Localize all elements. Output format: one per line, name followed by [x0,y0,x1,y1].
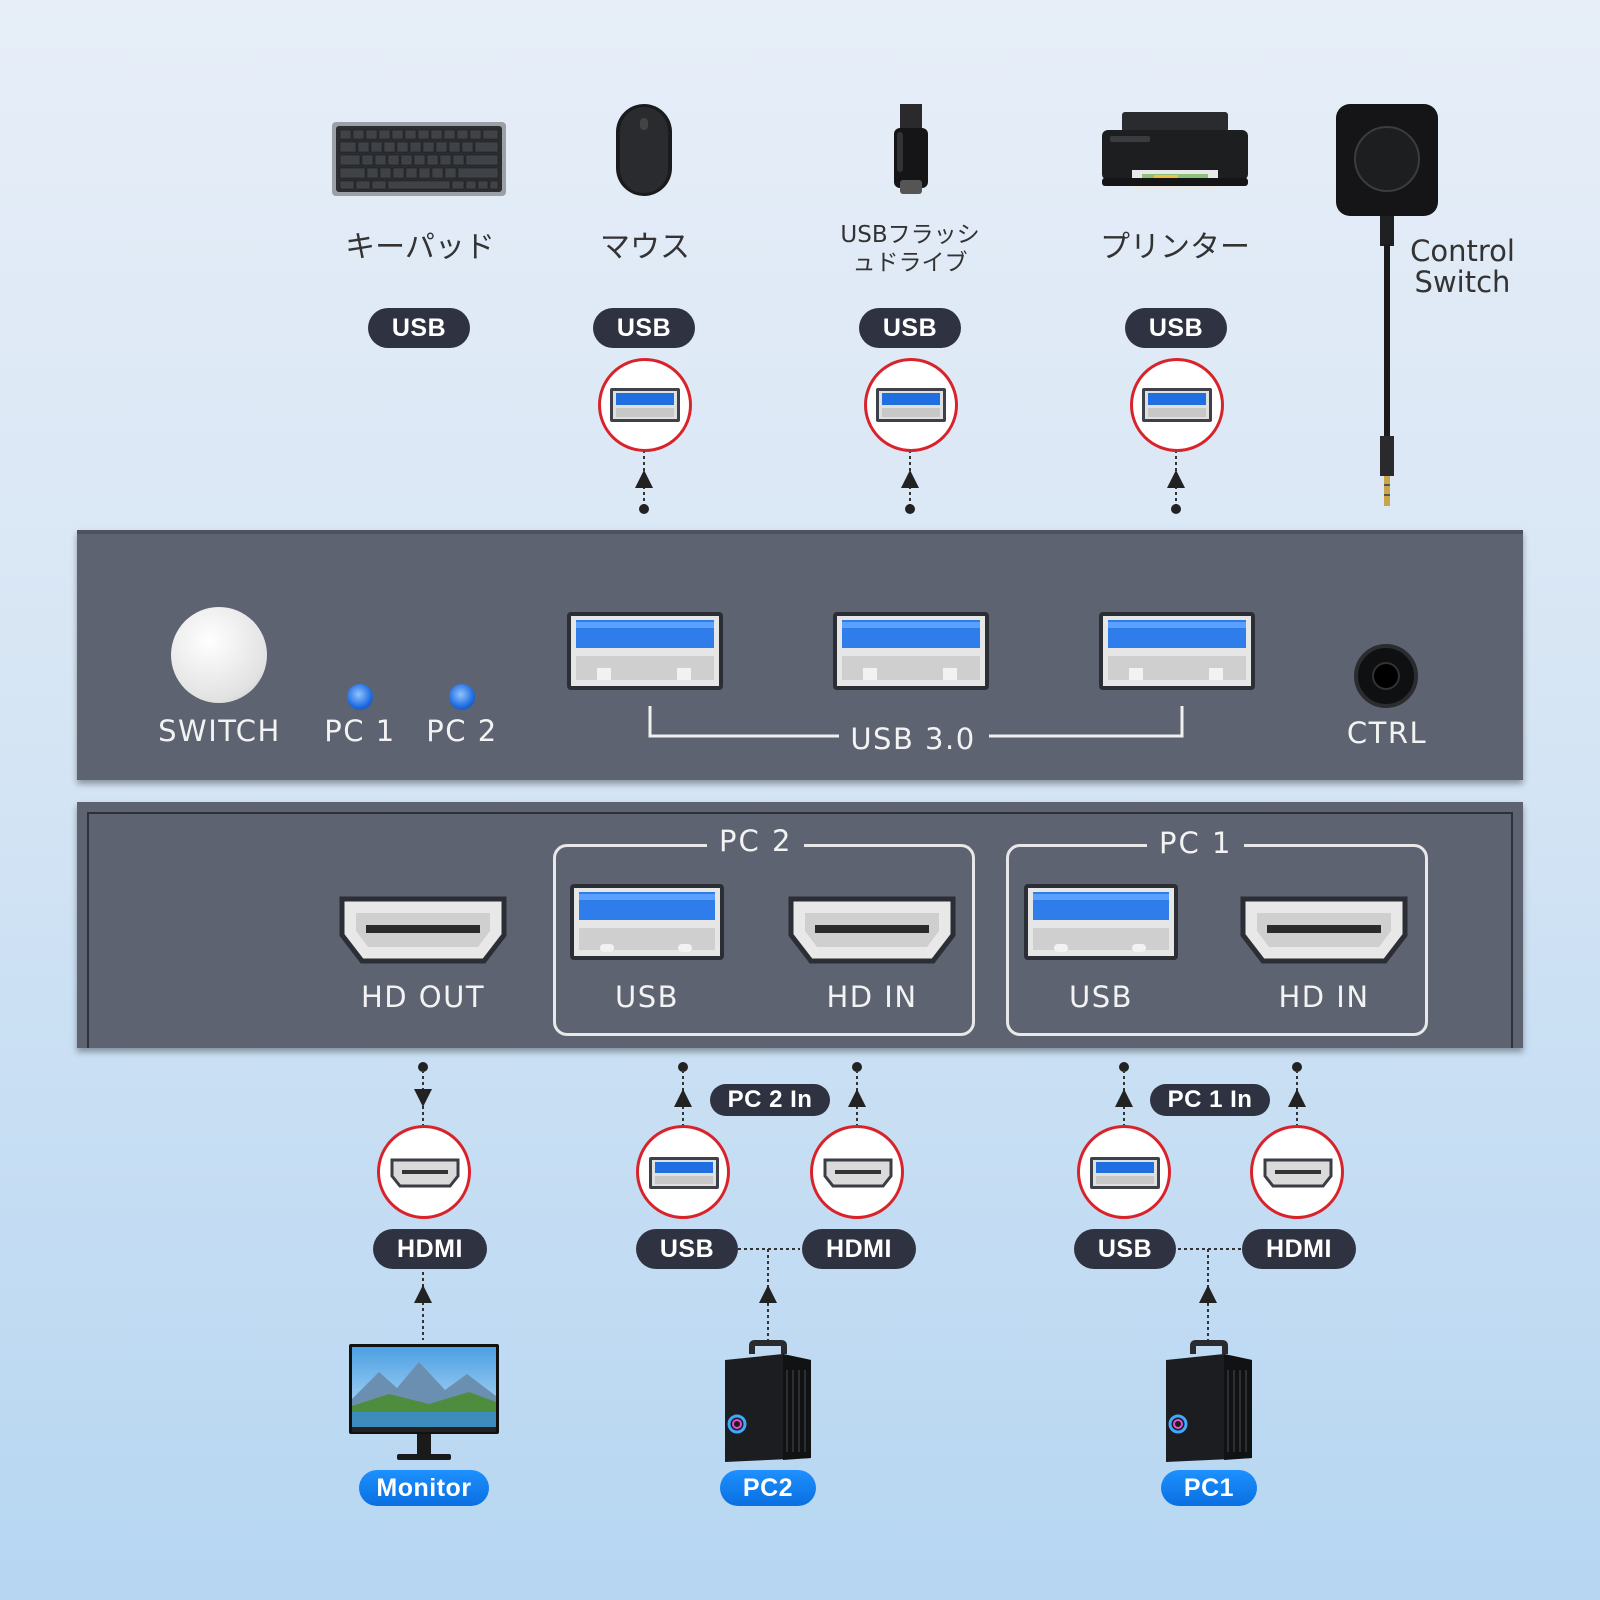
ctrl-label: CTRL [1346,716,1428,750]
pc2-hd-in-label: HD IN [826,980,918,1014]
pc2-hdmi-circle [810,1125,904,1219]
monitor-bottom-connector [414,1266,432,1340]
pc1-usb-circle [1077,1125,1171,1219]
front-usb-port-3[interactable] [1099,612,1255,690]
keypad-label: キーパッド [345,230,495,265]
printer-label: プリンター [1100,230,1250,265]
keypad-usb-pill: USB [368,308,470,348]
pc2-usb-pill: USB [636,1229,738,1269]
control-label-2: Switch [1414,265,1511,299]
usb-port-icon [1142,388,1212,422]
pc1-led-label: PC 1 [324,714,396,748]
keyboard-icon [332,122,506,196]
top-connector-3 [1167,450,1185,514]
pc2-usb-port[interactable] [570,884,724,960]
monitor-hdmi-circle [377,1125,471,1219]
mouse-icon [616,104,672,196]
usb30-label: USB 3.0 [850,722,976,756]
hdmi-port-icon [1263,1158,1333,1188]
pc1-hdmi-connector [1288,1062,1306,1125]
top-usb-port-circle-2 [864,358,958,452]
pc1-join-connector [1178,1248,1242,1340]
pc2-in-pill: PC 2 In [710,1084,830,1116]
pc1-in-pill: PC 1 In [1150,1084,1270,1116]
front-usb-port-2[interactable] [833,612,989,690]
pc1-usb-pill: USB [1074,1229,1176,1269]
bottom-connectors [414,1062,1306,1340]
pc1-usb-connector [1115,1062,1133,1125]
monitor-name-pill: Monitor [359,1470,489,1506]
hdmi-port-icon [823,1158,893,1188]
pc2-tower-icon [725,1340,811,1462]
mouse-usb-pill: USB [593,308,695,348]
mouse-label: マウス [600,230,690,265]
pc2-hdmi-connector [848,1062,866,1125]
usb-flash-drive-icon [894,104,928,194]
monitor-icon [349,1344,499,1460]
ctrl-jack-hole [1372,662,1400,690]
pc1-hd-in-port[interactable] [1239,895,1409,965]
pc2-led [449,684,475,710]
top-usb-port-circle-3 [1130,358,1224,452]
pc1-led [347,684,373,710]
rear-panel-inner-frame [87,812,1513,1048]
front-usb-port-1[interactable] [567,612,723,690]
ctrl-jack[interactable] [1354,644,1418,708]
top-connectors [635,450,1185,514]
pc1-group-title: PC 1 [1147,826,1245,860]
monitor-top-connector [414,1062,432,1125]
hdmi-port-icon [390,1158,460,1188]
top-connector-2 [901,450,919,514]
pc1-name-pill: PC1 [1161,1470,1257,1506]
pc1-usb-label: USB [1068,980,1134,1014]
pc2-group-title: PC 2 [707,824,805,858]
top-connector-1 [635,450,653,514]
rear-panel: HD OUT PC 2 USB HD IN PC 1 USB HD IN [77,802,1523,1048]
pc2-led-label: PC 2 [426,714,498,748]
control-switch-icon [1336,104,1438,506]
hd-out-label: HD OUT [360,980,486,1014]
pc1-hd-in-label: HD IN [1278,980,1370,1014]
pc2-usb-connector [674,1062,692,1125]
pc2-usb-circle [636,1125,730,1219]
printer-usb-pill: USB [1125,308,1227,348]
pc2-join-connector [738,1248,800,1340]
pc1-tower-icon [1166,1340,1252,1462]
usb-port-icon [876,388,946,422]
front-panel: SWITCH PC 1 PC 2 USB 3.0 CTRL [77,530,1523,780]
pc1-hdmi-pill: HDMI [1242,1229,1356,1269]
pc2-name-pill: PC2 [720,1470,816,1506]
pc2-usb-label: USB [614,980,680,1014]
flash-label-1: USBフラッシ [840,222,980,248]
usb-port-icon [649,1157,719,1189]
flash-label-2: ュドライブ [852,250,968,276]
monitor-hdmi-pill: HDMI [373,1229,487,1269]
top-usb-port-circle-1 [598,358,692,452]
pc2-hd-in-port[interactable] [787,895,957,965]
printer-icon [1102,112,1248,190]
switch-button[interactable] [171,607,267,703]
pc1-usb-port[interactable] [1024,884,1178,960]
hd-out-port[interactable] [338,895,508,965]
switch-label: SWITCH [158,714,281,748]
flash-usb-pill: USB [859,308,961,348]
usb-port-icon [1090,1157,1160,1189]
usb-port-icon [610,388,680,422]
pc2-hdmi-pill: HDMI [802,1229,916,1269]
pc1-hdmi-circle [1250,1125,1344,1219]
usb30-bracket [648,706,1184,738]
control-label-1: Control [1410,234,1515,268]
